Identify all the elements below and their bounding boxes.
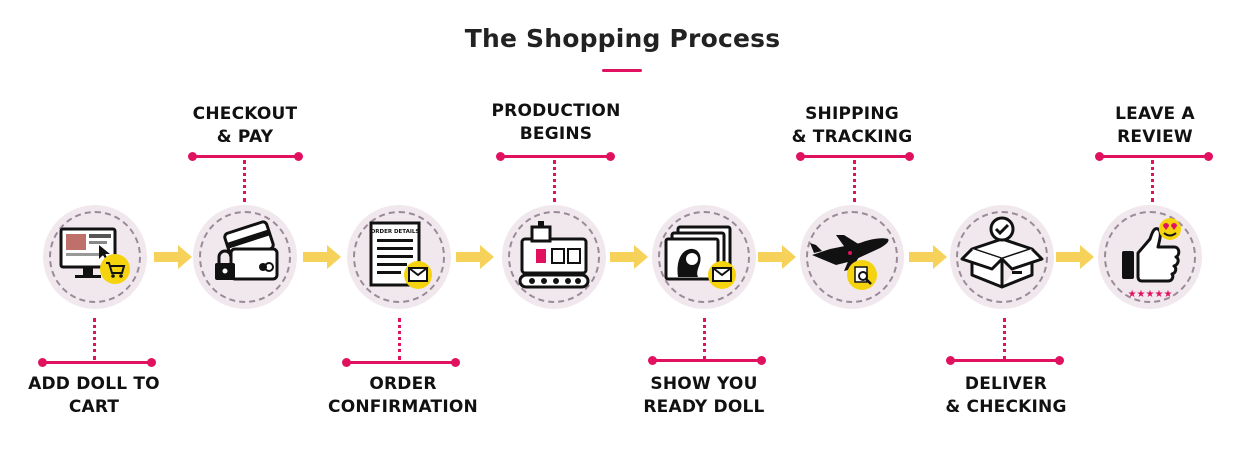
arrow-icon — [610, 245, 648, 269]
step-7-label-line-2: & CHECKING — [945, 397, 1067, 417]
arrow-icon — [1056, 245, 1094, 269]
step-4-circle — [502, 205, 606, 309]
credit-card-lock-icon — [215, 220, 279, 281]
step-7-bracket — [946, 356, 1064, 365]
order-details-document-icon: ORDER DETAILS — [369, 221, 432, 289]
arrow-icon — [456, 245, 494, 269]
arrow-icon — [303, 245, 341, 269]
step-8-bracket — [1095, 152, 1213, 161]
step-7-circle — [950, 205, 1054, 309]
step-4-label-line-1: PRODUCTION — [491, 101, 621, 121]
computer-cart-icon — [59, 227, 130, 284]
step-5-label: SHOW YOU READY DOLL — [614, 373, 794, 419]
step-4-label-line-2: BEGINS — [519, 124, 593, 144]
production-machine-icon — [518, 221, 590, 289]
step-4-bracket — [496, 152, 615, 161]
step-7-connector — [1003, 318, 1006, 360]
step-2-label: CHECKOUT & PAY — [155, 103, 335, 149]
rating-stars: ★★★★★ — [1128, 289, 1173, 300]
thumbs-up-review-icon: ★★★★★ — [1122, 218, 1181, 300]
arrow-icon — [154, 245, 192, 269]
step-5-label-line-1: SHOW YOU — [650, 374, 758, 394]
step-1-bracket — [38, 358, 156, 367]
step-7-label: DELIVER & CHECKING — [916, 373, 1096, 419]
arrow-icon — [909, 245, 947, 269]
step-2-connector — [243, 160, 246, 202]
step-1-label-line-1: ADD DOLL TO — [28, 374, 160, 394]
step-8-label: LEAVE A REVIEW — [1065, 103, 1245, 149]
step-5-label-line-2: READY DOLL — [643, 397, 765, 417]
step-4-label: PRODUCTION BEGINS — [466, 100, 646, 146]
step-5-bracket — [648, 356, 766, 365]
step-1-label: ADD DOLL TO CART — [4, 373, 184, 419]
step-6-label: SHIPPING & TRACKING — [762, 103, 942, 149]
delivery-box-icon — [960, 216, 1044, 289]
step-5-circle — [652, 205, 756, 309]
step-3-label: ORDER CONFIRMATION — [313, 373, 493, 419]
step-8-label-line-2: REVIEW — [1117, 127, 1193, 147]
step-2-circle — [193, 205, 297, 309]
step-1-label-line-2: CART — [68, 397, 120, 417]
step-6-label-line-1: SHIPPING — [805, 104, 899, 124]
step-3-circle: ORDER DETAILS — [347, 205, 451, 309]
step-8-label-line-1: LEAVE A — [1115, 104, 1195, 124]
doll-photos-icon — [664, 225, 736, 289]
step-7-label-line-1: DELIVER — [964, 374, 1048, 394]
step-2-label-line-1: CHECKOUT — [192, 104, 298, 124]
step-6-circle — [800, 205, 904, 309]
step-6-connector — [853, 160, 856, 202]
airplane-tracking-icon — [810, 235, 889, 290]
step-3-connector — [398, 318, 401, 360]
step-2-bracket — [188, 152, 303, 161]
step-2-label-line-2: & PAY — [216, 127, 274, 147]
step-5-connector — [703, 318, 706, 360]
step-8-connector — [1151, 160, 1154, 202]
step-6-bracket — [796, 152, 914, 161]
step-1-connector — [93, 318, 96, 360]
step-3-label-line-1: ORDER — [369, 374, 437, 394]
step-4-connector — [553, 160, 556, 202]
step-6-label-line-2: & TRACKING — [791, 127, 913, 147]
step-3-label-line-2: CONFIRMATION — [328, 397, 478, 417]
title-underline — [602, 69, 642, 72]
step-1-circle — [43, 205, 147, 309]
order-details-text: ORDER DETAILS — [371, 229, 420, 235]
page-title: The Shopping Process — [464, 24, 781, 53]
arrow-icon — [758, 245, 796, 269]
step-3-bracket — [342, 358, 460, 367]
step-8-circle: ★★★★★ — [1098, 205, 1202, 309]
